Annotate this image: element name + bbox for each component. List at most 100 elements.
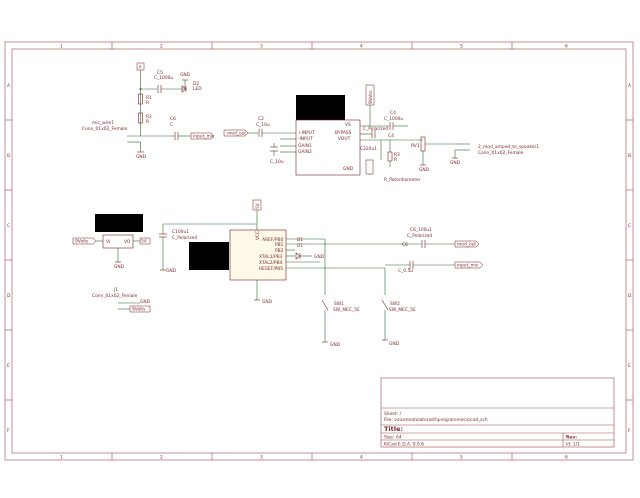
amplifier-ic [295, 119, 361, 176]
c2-value: C_10u [256, 122, 270, 128]
col-3-bottom: 3 [260, 455, 263, 461]
c6-value: C [170, 122, 173, 128]
mcu-section: 5V VCC AREF/PB0 PB1 PB2 XTAL1/PB3 XTAL2/… [163, 199, 484, 348]
row-markers-left: A B C D E F [5, 83, 12, 434]
reg-pin-vo: VO [124, 239, 131, 245]
net-label-9volts-left [72, 237, 97, 245]
row-f-left: F [7, 428, 10, 434]
column-markers-bottom: 1 2 3 4 5 6 [60, 453, 568, 461]
sw1-value: SW_MEC_5E [333, 307, 360, 313]
amp-pin-gain1: GAIN1 [298, 143, 312, 149]
mcu-pin-pb5: RESET/PB5 [259, 266, 283, 272]
col-3-top: 3 [260, 44, 263, 50]
c2-ref: C2 [258, 116, 264, 122]
net-label-input-mic-right [454, 261, 484, 269]
net-label-input-mic-right-text: input_mic [457, 263, 479, 269]
c6-ref: C6 [170, 116, 176, 122]
net-label-mod-out-right [454, 240, 480, 248]
sw2-ref: SW2 [390, 301, 400, 307]
row-a-left: A [7, 83, 10, 89]
supply-flag-mcu-text: 5V [255, 203, 261, 209]
col-1-bottom: 1 [60, 455, 63, 461]
d1-ref: D1 [297, 237, 303, 243]
col-6-top: 6 [565, 44, 568, 50]
gnd-rv1: GND [419, 167, 430, 173]
mic-input-section: A C5 C_1000u D2 LED GND R1 R R2 R mic_wi… [82, 62, 215, 160]
gnd-d1: GND [314, 254, 325, 260]
row-a-right: A [628, 83, 631, 89]
col-4-bottom: 4 [360, 455, 363, 461]
c6b-sub: C_Polarized [407, 233, 432, 239]
row-e-left: E [7, 363, 10, 369]
row-b-left: B [7, 153, 10, 159]
rv1-potentiometer [420, 136, 426, 152]
inner-border [11, 48, 627, 454]
amp-redacted-block [296, 95, 345, 120]
regulator-redacted-block [95, 214, 143, 232]
amplifier-section: mod_out C2 C_10u C_10u +INPUT -INPUT GAI… [223, 84, 539, 183]
c4-minus-mark: C4 [388, 133, 394, 139]
c100-sub: C_Polarized [172, 235, 197, 241]
r3-value: R [394, 157, 397, 163]
col-2-bottom: 2 [160, 455, 163, 461]
title-block-size: Size: A4 [384, 435, 402, 441]
mic-wire-ref: mic_wire1 [92, 120, 114, 126]
net-label-mod-out-right-text: mod_out [457, 242, 476, 248]
speaker-sub: Conn_01x02_Female [478, 150, 524, 156]
r2-value: R [146, 119, 149, 125]
r3-resistor [387, 151, 393, 162]
sw2-value: SW_MEC_5E [389, 307, 416, 313]
microcontroller-ic [229, 229, 287, 281]
mcu-pin-pb1: PB1 [275, 242, 284, 248]
col-5-top: 5 [460, 44, 463, 50]
d2-led-symbol [181, 85, 187, 93]
supply-flag-9v-amp-text: 9Volts [368, 90, 374, 104]
gnd-flag-amp [365, 159, 374, 175]
amp-pin-in-plus: +INPUT [298, 130, 315, 136]
net-label-mod-out-left-text: mod_out [227, 131, 246, 137]
d2-ref: D2 [193, 81, 199, 87]
mcu-pin-pb4: XTAL2/PB4 [259, 260, 283, 266]
rv1-value: R_Potentiometer [384, 177, 421, 183]
c100-value: C100u1 [172, 229, 189, 235]
mcu-pin-pb0: AREF/PB0 [262, 237, 283, 243]
col-2-top: 2 [160, 44, 163, 50]
speaker-value: 2_mod_amped_to_speaker1 [478, 144, 539, 150]
row-b-right: B [628, 153, 631, 159]
row-c-left: C [7, 223, 10, 229]
regulator-section: 9Volts VI VO 5V GND C100u1 C_Polarized G… [72, 214, 197, 313]
rv1-ref: RV1 [411, 143, 420, 149]
c5-ref: C5 [157, 70, 163, 76]
title-block-file: File: voicemodulatorwithprogrammer.kicad… [384, 417, 488, 423]
col-4-top: 4 [360, 44, 363, 50]
c05u-value: C_0.5u [398, 268, 413, 274]
gnd-sw1: GND [330, 342, 341, 348]
net-label-9volts-bottom [129, 305, 151, 313]
net-label-9volts-left-text: 9Volts [75, 239, 89, 245]
net-label-mod-out-left [223, 129, 249, 137]
mic-wire-value: Conn_01x02_Female [82, 126, 128, 132]
col-5-bottom: 5 [460, 455, 463, 461]
net-label-input-mic-top [190, 132, 215, 140]
title-block-sheet: Sheet: / [384, 411, 402, 417]
net-label-input-mic-top-text: input_mic [193, 134, 215, 140]
reg-pin-vi: VI [106, 239, 110, 245]
amp-pin-in-minus: -INPUT [298, 136, 313, 142]
row-d-right: D [628, 293, 632, 299]
column-markers-top: 1 2 3 4 5 6 [60, 42, 568, 50]
c4-ref: C4 [390, 110, 396, 116]
r2-resistor [138, 112, 143, 124]
r1-ref: R1 [146, 95, 152, 101]
cpol-value: C_Polarized [363, 126, 388, 132]
d2-value: LED [193, 86, 202, 92]
amp-pin-gain2: GAIN2 [298, 149, 312, 155]
row-e-right: E [628, 363, 631, 369]
outer-border [4, 41, 634, 461]
title-block-title: Title: [384, 425, 403, 433]
j1-ref: J1 [113, 287, 118, 293]
mcu-redacted-block [189, 242, 229, 270]
row-c-right: C [628, 223, 631, 229]
supply-flag-a-text: A [139, 65, 142, 71]
mcu-pin-vcc: VCC [255, 231, 261, 240]
